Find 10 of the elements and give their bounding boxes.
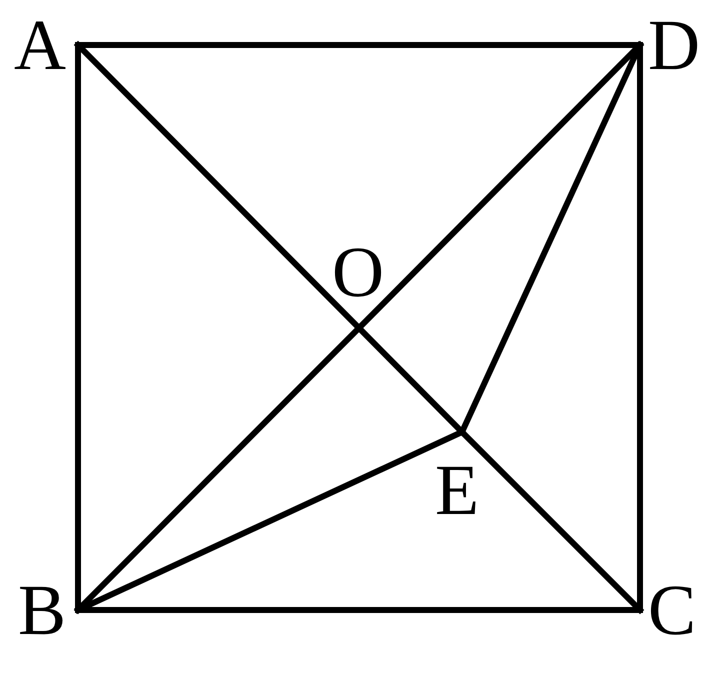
line-segment (459, 429, 643, 613)
point-label: B (18, 574, 66, 646)
point-label: A (14, 9, 66, 81)
point-label: D (648, 9, 700, 81)
point-label: C (648, 574, 696, 646)
line-segment (75, 325, 362, 613)
point-label: O (332, 236, 384, 308)
line-segment (75, 42, 362, 331)
point-label: E (435, 454, 479, 526)
line-segment (356, 42, 643, 331)
